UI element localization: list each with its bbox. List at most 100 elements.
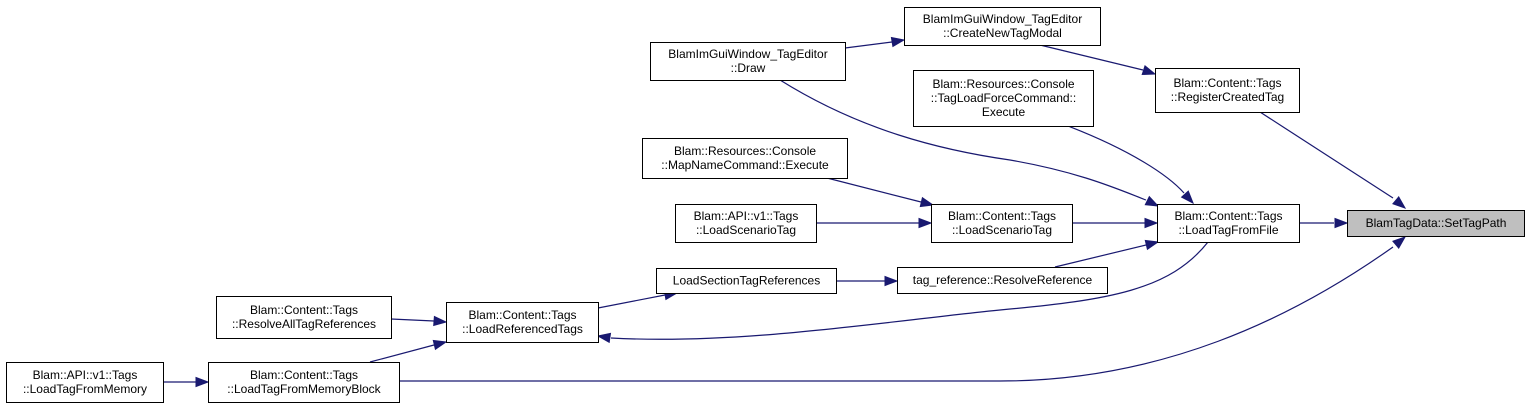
arrowhead-icon	[596, 332, 612, 344]
node-label-line: ::Draw	[731, 61, 766, 75]
arrowhead-icon	[1144, 239, 1160, 251]
arrowhead-icon	[1180, 190, 1194, 205]
node-label-line: Blam::Content::Tags	[468, 308, 576, 322]
edge-mapnamecommand-to-loadscenariotag	[826, 177, 935, 208]
node-map-name-command-execute[interactable]: Blam::Resources::Console::MapNameCommand…	[642, 138, 848, 179]
edge-tagloadforce-to-loadtagfromfile	[1067, 125, 1194, 205]
edge-apiloadtagfrommemory-to-loadtagfrommemoryblock	[163, 376, 210, 388]
edge-tageditordraw-to-loadtagfromfile	[779, 79, 1160, 207]
node-box	[897, 267, 1108, 294]
arrowhead-icon	[1144, 217, 1159, 229]
edge-loadtagfromfile-to-loadreferencedtags	[596, 241, 1209, 344]
node-api-load-tag-from-memory[interactable]: Blam::API::v1::Tags::LoadTagFromMemory	[6, 362, 164, 403]
node-box	[931, 204, 1073, 243]
node-label-line: Blam::Content::Tags	[250, 303, 358, 317]
edge-line	[1259, 111, 1394, 199]
node-box	[642, 138, 848, 179]
node-load-tag-from-file[interactable]: Blam::Content::Tags::LoadTagFromFile	[1157, 204, 1300, 243]
node-label-line: ::MapNameCommand::Execute	[661, 158, 829, 172]
node-box	[656, 268, 837, 294]
node-label-line: BlamImGuiWindow_TagEditor	[923, 12, 1082, 26]
arrowhead-icon	[432, 339, 448, 351]
edge-line	[844, 41, 893, 49]
node-label-line: Blam::Content::Tags	[1173, 76, 1281, 90]
node-box	[208, 362, 400, 403]
edge-line	[369, 344, 435, 363]
node-label-line: BlamImGuiWindow_TagEditor	[668, 47, 827, 61]
node-box	[1157, 204, 1300, 243]
edge-line	[779, 79, 1147, 201]
arrowhead-icon	[884, 275, 899, 287]
node-label-line: ::RegisterCreatedTag	[1171, 90, 1284, 104]
edge-line	[1067, 125, 1185, 194]
edge-line	[1054, 244, 1147, 268]
arrowhead-icon	[918, 217, 933, 229]
node-label-line: Execute	[982, 105, 1026, 119]
node-label-line: tag_reference::ResolveReference	[913, 273, 1093, 287]
node-label-line: Blam::Content::Tags	[250, 368, 358, 382]
arrowhead-icon	[890, 36, 906, 48]
node-box	[913, 70, 1094, 127]
arrowhead-icon	[1144, 195, 1160, 207]
edge-loadtagfromfile-to-settagpath	[1299, 217, 1349, 229]
arrowhead-icon	[433, 315, 448, 327]
node-label-line: ::LoadReferencedTags	[462, 322, 583, 336]
edge-registercreatedtag-to-settagpath	[1259, 111, 1407, 209]
edge-line	[826, 177, 922, 203]
node-label-line: ::CreateNewTagModal	[943, 26, 1062, 40]
edge-apiloadscenariotag-to-loadscenariotag	[816, 217, 933, 229]
node-label-line: ::LoadTagFromMemory	[23, 382, 147, 396]
node-label-line: ::LoadScenarioTag	[952, 223, 1052, 237]
edge-loadtagfrommemoryblock-to-loadreferencedtags	[369, 339, 448, 363]
node-label-line: Blam::Resources::Console	[932, 77, 1074, 91]
node-content-load-scenario-tag[interactable]: Blam::Content::Tags::LoadScenarioTag	[931, 204, 1073, 243]
node-load-tag-from-memory-block[interactable]: Blam::Content::Tags::LoadTagFromMemoryBl…	[208, 362, 400, 403]
edge-loadscenariotag-to-loadtagfromfile	[1072, 217, 1159, 229]
node-box	[1155, 68, 1300, 113]
node-box	[675, 204, 817, 243]
node-box	[216, 296, 392, 339]
node-label-line: Blam::Content::Tags	[948, 209, 1056, 223]
arrowhead-icon	[1141, 65, 1157, 76]
node-load-referenced-tags[interactable]: Blam::Content::Tags::LoadReferencedTags	[446, 302, 599, 343]
edge-line	[610, 241, 1209, 340]
edge-resolvereference-to-loadtagfromfile	[1054, 239, 1160, 268]
node-label-line: Blam::Content::Tags	[1174, 209, 1282, 223]
node-resolve-reference[interactable]: tag_reference::ResolveReference	[897, 267, 1108, 294]
node-register-created-tag[interactable]: Blam::Content::Tags::RegisterCreatedTag	[1155, 68, 1300, 113]
edge-loadsectiontagrefs-to-resolvereference	[836, 275, 899, 287]
node-label-line: ::TagLoadForceCommand::	[931, 91, 1076, 105]
arrowhead-icon	[195, 376, 210, 388]
node-box	[6, 362, 164, 403]
node-label-line: Blam::API::v1::Tags	[33, 368, 138, 382]
node-create-new-tag-modal[interactable]: BlamImGuiWindow_TagEditor::CreateNewTagM…	[904, 7, 1101, 46]
arrowhead-icon	[919, 196, 935, 208]
node-label-line: BlamTagData::SetTagPath	[1366, 216, 1507, 230]
edge-line	[390, 318, 435, 322]
node-tag-editor-draw[interactable]: BlamImGuiWindow_TagEditor::Draw	[650, 42, 846, 81]
node-tag-load-force-command-execute[interactable]: Blam::Resources::Console::TagLoadForceCo…	[913, 70, 1094, 127]
nodes-layer: BlamTagData::SetTagPathBlam::Content::Ta…	[6, 7, 1525, 403]
edge-loadtagfrommemoryblock-to-settagpath	[399, 236, 1407, 382]
node-resolve-all-tag-references[interactable]: Blam::Content::Tags::ResolveAllTagRefere…	[216, 296, 392, 339]
node-box	[904, 7, 1101, 46]
node-label-line: Blam::Resources::Console	[674, 144, 816, 158]
edge-line	[1039, 44, 1144, 71]
edge-tageditordraw-to-createnewtagmodal	[844, 36, 906, 49]
node-label-line: ::ResolveAllTagReferences	[232, 317, 376, 331]
node-label-line: ::LoadTagFromFile	[1178, 223, 1278, 237]
edge-resolvealltagrefs-to-loadreferencedtags	[390, 315, 448, 327]
arrowhead-icon	[1334, 217, 1349, 229]
node-set-tag-path[interactable]: BlamTagData::SetTagPath	[1347, 210, 1525, 237]
node-box	[650, 42, 846, 81]
node-label-line: Blam::API::v1::Tags	[694, 209, 799, 223]
node-label-line: LoadSectionTagReferences	[673, 274, 820, 288]
edge-line	[399, 246, 1394, 382]
edge-line	[597, 294, 666, 309]
node-api-load-scenario-tag[interactable]: Blam::API::v1::Tags::LoadScenarioTag	[675, 204, 817, 243]
arrowhead-icon	[1392, 196, 1407, 209]
node-box	[1347, 210, 1525, 237]
node-load-section-tag-references[interactable]: LoadSectionTagReferences	[656, 268, 837, 294]
node-label-line: ::LoadTagFromMemoryBlock	[227, 382, 381, 396]
